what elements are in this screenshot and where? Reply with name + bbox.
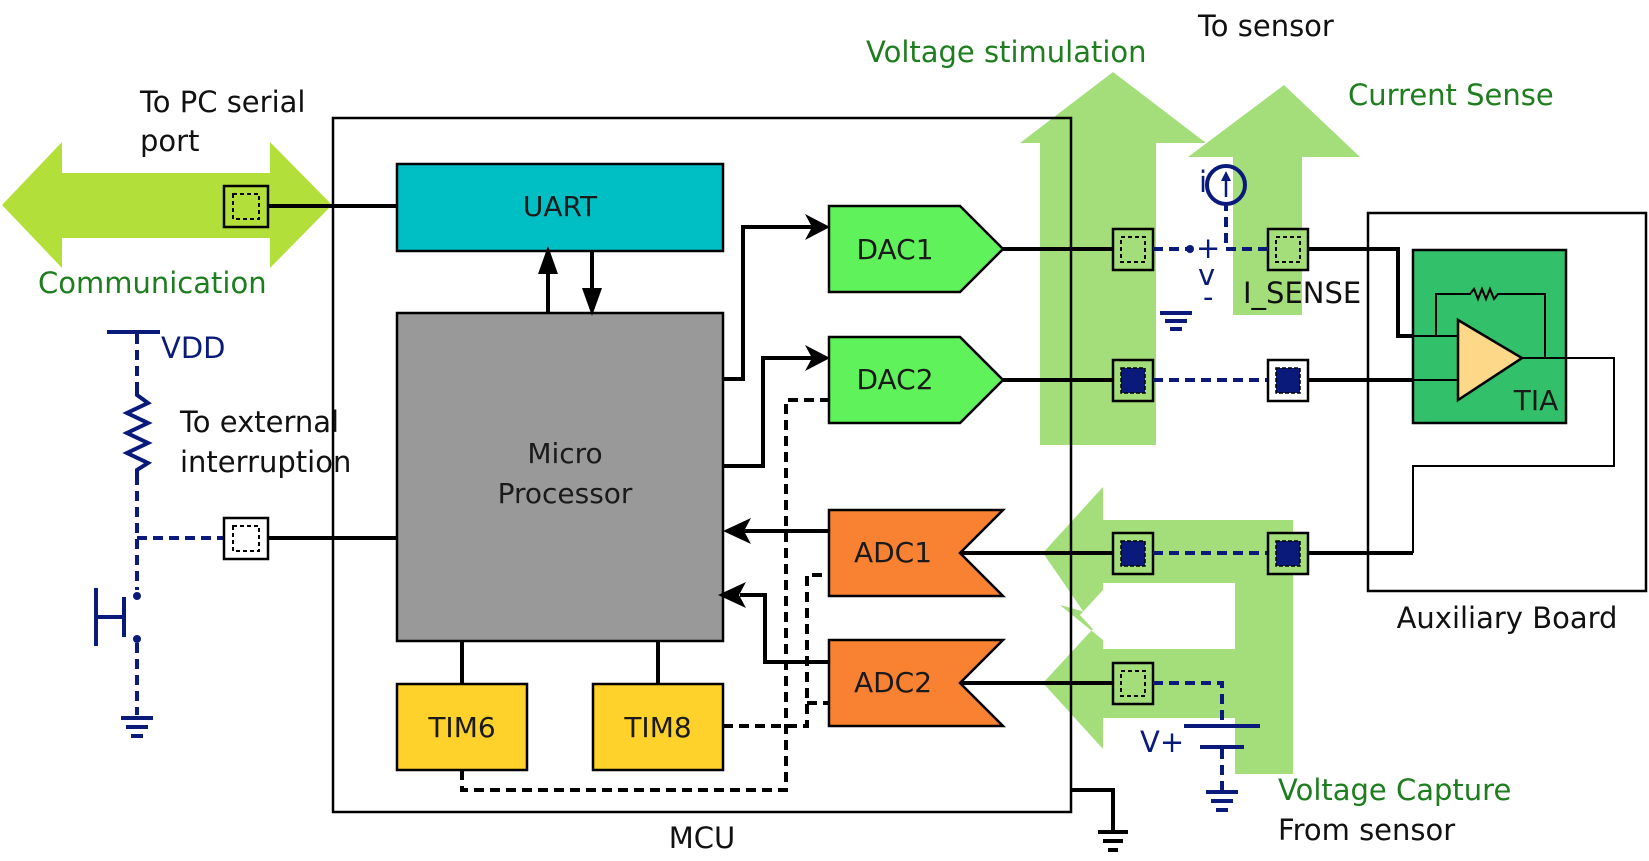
aux-adc1-pin-pad (1275, 540, 1301, 567)
ground-icon (1098, 830, 1128, 852)
voltage-capture-label: Voltage Capture (1278, 773, 1511, 807)
i-sense-pin[interactable] (1266, 227, 1310, 272)
v-plus-label: + (1196, 231, 1220, 265)
arrow-up-icon (538, 246, 558, 274)
i-sense-label: I_SENSE (1243, 276, 1361, 310)
switch-contact-bottom-icon (133, 635, 141, 643)
arrow-down-icon (582, 288, 602, 316)
tim8-block[interactable] (591, 682, 725, 772)
voltage-capture-arrow-gap (1080, 585, 1235, 648)
switch-contact-top-icon (133, 592, 141, 600)
battery-vplus-label: V+ (1140, 725, 1184, 759)
interrupt-pin[interactable] (222, 516, 270, 561)
arrow-left-icon (723, 518, 751, 544)
stim-node-icon (1186, 245, 1194, 253)
pullup-resistor-icon (122, 385, 153, 475)
uart-pin-pad (232, 193, 260, 220)
mcu-boundary (331, 116, 1073, 814)
uart-block[interactable] (395, 162, 725, 253)
communication-label: Communication (38, 266, 267, 300)
voltage-capture-arrow (1043, 487, 1293, 774)
ground-icon (1206, 790, 1238, 812)
mcu-label: MCU (669, 821, 736, 855)
adc1-pin-pad (1120, 540, 1146, 567)
i-sense-pin-pad (1275, 236, 1301, 263)
adc2-pin[interactable] (1111, 661, 1155, 706)
tim6-block[interactable] (395, 682, 529, 772)
microprocessor-label-line2: Processor (498, 477, 633, 510)
current-source-icon (1205, 164, 1247, 206)
microprocessor-block[interactable] (395, 311, 725, 643)
processor-to-dac2-line (723, 356, 812, 468)
v-minus-label: - (1203, 280, 1213, 314)
tim8-label: TIM8 (623, 711, 691, 744)
adc1-block[interactable] (827, 508, 1007, 598)
opamp-icon (1456, 317, 1525, 403)
auxiliary-board-label: Auxiliary Board (1397, 601, 1618, 635)
current-symbol-label: i (1199, 165, 1207, 199)
ground-icon (1160, 311, 1192, 331)
ext-interrupt-label-line1: To external (179, 405, 339, 439)
ground-icon (121, 716, 153, 738)
dac1-pin-pad (1120, 236, 1146, 263)
dac1-pin[interactable] (1111, 227, 1155, 272)
tim6-label: TIM6 (427, 711, 495, 744)
auxiliary-board (1366, 211, 1648, 593)
processor-to-dac1-line (723, 225, 812, 381)
mcu-ground-wire (1071, 788, 1115, 830)
current-source-dashed-wire (1224, 205, 1268, 251)
to-sensor-label: To sensor (1197, 9, 1334, 43)
tia-label: TIA (1513, 384, 1559, 417)
vdd-label: VDD (161, 331, 226, 365)
uart-pin[interactable] (222, 184, 270, 229)
adc2-pin-pad (1120, 670, 1146, 697)
current-sense-arrow (1188, 85, 1360, 315)
uart-label: UART (523, 190, 598, 223)
push-button-icon (94, 588, 126, 646)
tim6-trigger-dashed-line (460, 398, 829, 792)
battery-dashed-wire (1153, 681, 1224, 725)
i-sense-wire (1308, 247, 1413, 338)
tia-output-wire (1412, 357, 1615, 553)
interrupt-pin-pad (232, 525, 260, 552)
arrow-left-icon (718, 582, 746, 608)
voltage-stimulation-label: Voltage stimulation (866, 35, 1147, 69)
from-sensor-label: From sensor (1278, 813, 1455, 847)
adc2-label: ADC2 (854, 666, 932, 699)
to-pc-label-line2: port (140, 124, 199, 158)
ext-interrupt-label-line2: interruption (180, 445, 351, 479)
microprocessor-label-line1: Micro (527, 437, 602, 470)
arrow-right-icon (805, 214, 830, 240)
adc2-block[interactable] (827, 638, 1007, 728)
adc1-pin[interactable] (1111, 531, 1155, 576)
arrow-up-icon (1221, 171, 1231, 181)
tim8-trigger-dashed-line (723, 573, 829, 728)
v-label: v (1198, 258, 1215, 292)
dac2-block[interactable] (827, 335, 1005, 425)
dac2-pin-pad (1120, 367, 1146, 394)
dac2-pin[interactable] (1111, 358, 1155, 403)
current-sense-label: Current Sense (1348, 78, 1554, 112)
battery-icon (1184, 724, 1260, 749)
arrow-right-icon (805, 345, 830, 371)
dac2-label: DAC2 (856, 363, 933, 396)
adc2-to-processor-line (740, 593, 829, 664)
communication-arrow (2, 142, 332, 268)
aux-dac2-pin-pad (1275, 367, 1301, 394)
dac1-label: DAC1 (856, 233, 933, 266)
dac1-block[interactable] (827, 204, 1005, 294)
to-pc-label-line1: To PC serial (139, 85, 305, 119)
feedback-resistor-icon (1435, 286, 1546, 358)
adc1-label: ADC1 (854, 536, 932, 569)
